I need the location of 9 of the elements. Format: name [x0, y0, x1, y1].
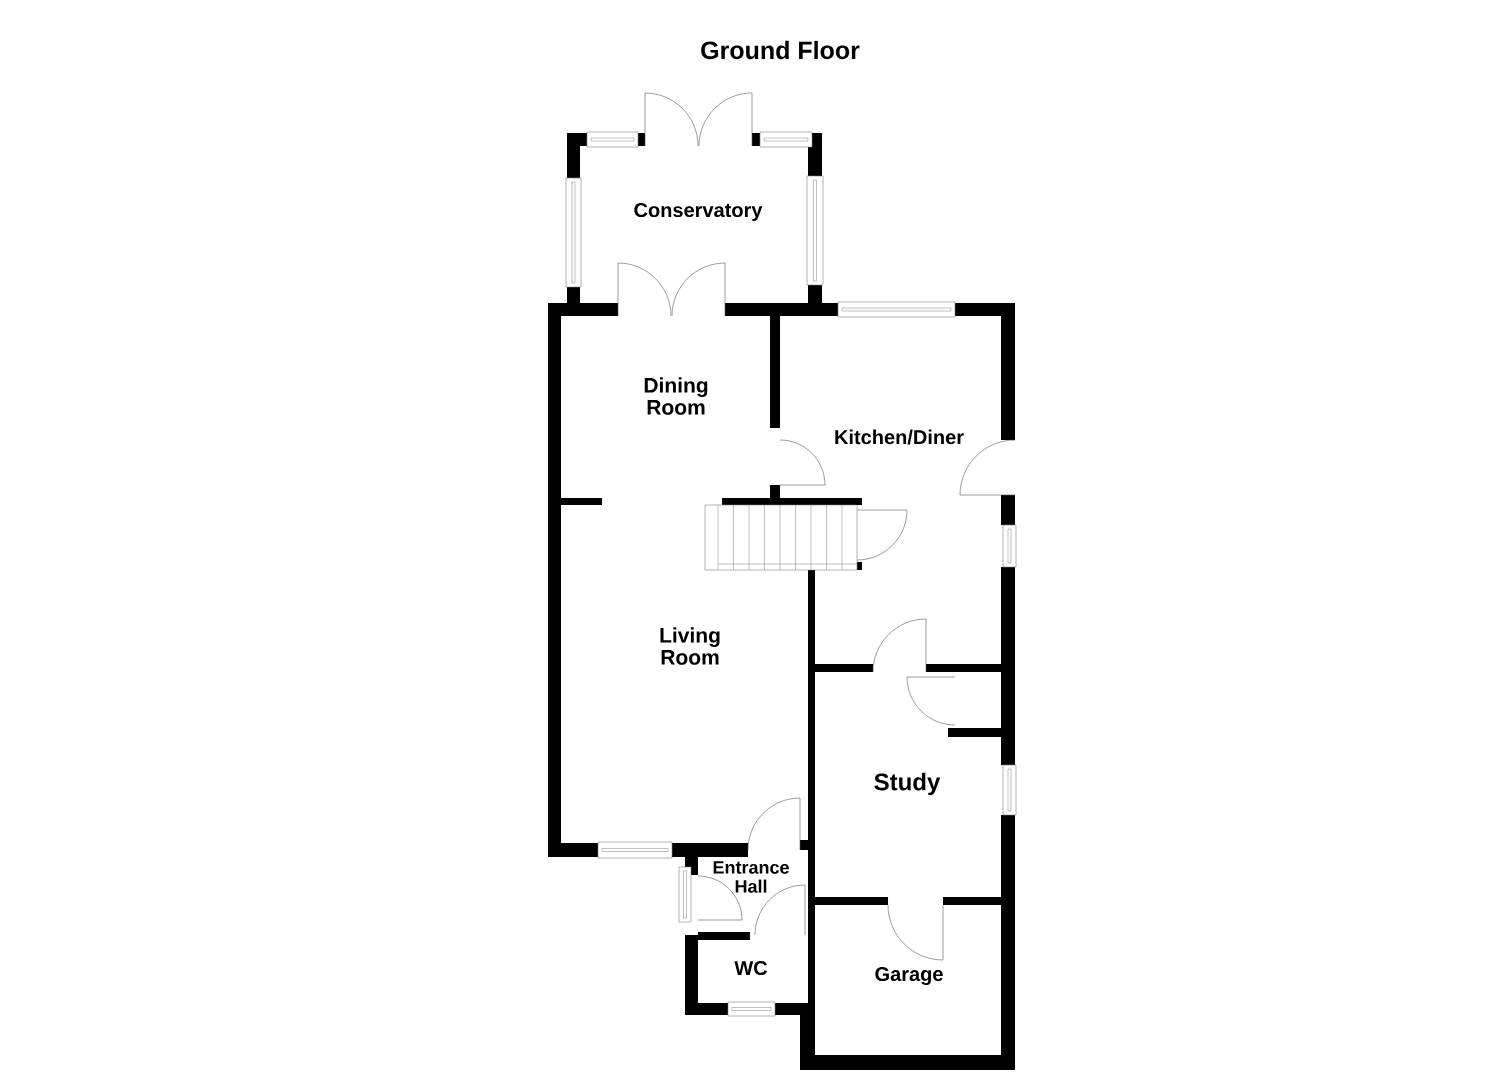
- room-label: Study: [874, 772, 941, 796]
- room-label: Kitchen/Diner: [835, 429, 964, 445]
- room-label: Dining Room: [644, 377, 708, 415]
- room-label: Entrance Hall: [713, 861, 789, 893]
- room-label: Conservatory: [634, 202, 763, 222]
- room-label: Garage: [875, 966, 943, 986]
- room-label: Living Room: [660, 627, 720, 665]
- title: Ground Floor: [701, 40, 860, 60]
- room-label: WC: [734, 960, 768, 976]
